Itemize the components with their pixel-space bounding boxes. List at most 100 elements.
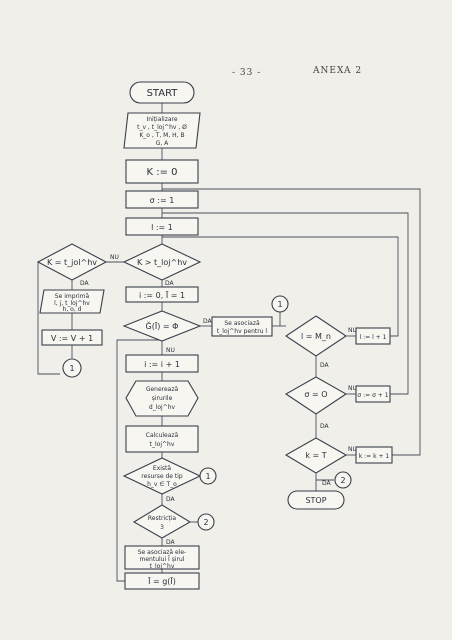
connector-1-right (199, 467, 217, 485)
label-nu-sigma: NU (348, 385, 357, 392)
label-da-sigma: DA (320, 423, 330, 430)
stop-terminal (287, 490, 345, 510)
connector-2-right-text: 2 (203, 518, 208, 527)
k-zero-text: K := 0 (146, 167, 177, 178)
edge-keq-nu (37, 262, 60, 375)
label-nu-leq: NU (348, 327, 357, 334)
i-g-text: Ī = g(Ī) (148, 576, 176, 586)
assoc-elem-box (124, 545, 200, 570)
label-nu-keqT: NU (348, 446, 357, 453)
label-da-restr: DA (166, 539, 176, 546)
label-da-leq: DA (320, 362, 330, 369)
annex-label: ANEXA 2 (313, 66, 363, 76)
assoc-pentru-box (211, 316, 273, 337)
l-eq-m-text: l = M_n (301, 332, 331, 341)
connector-2-stop-text: 2 (340, 476, 345, 485)
k-eq-t-decision (36, 243, 108, 281)
print-line-2: l, j, t_loj^hv (54, 300, 90, 307)
generate-line-3: d_loj^hv (149, 404, 176, 411)
edges (37, 103, 421, 582)
assoc-pentru-line-2: t_loj^hv pentru l (217, 328, 267, 335)
init-line-3: K_o , T, M, H, B (139, 132, 184, 139)
print-line-1: Se imprimă (55, 293, 90, 300)
k-eq-T-decision (284, 437, 348, 474)
edge-labels: DA DA NU NU DA DA NU DA NU DA NU DA DA (80, 254, 357, 546)
k-zero-box (125, 159, 199, 184)
init-parallelogram (123, 112, 201, 149)
sigma-zero-decision (284, 376, 348, 415)
k-gt-t-text: K > t_loj^hv (137, 258, 187, 267)
resurse-line-2: resurse de tip (141, 473, 183, 480)
stop-text: STOP (305, 496, 326, 505)
k-inc-box (355, 446, 393, 464)
label-da-kgt: DA (165, 280, 175, 287)
sigma-inc-box (355, 385, 391, 403)
print-line-3: h, o, d (63, 306, 82, 313)
restrictia-decision (132, 504, 192, 539)
l-eq-m-decision (285, 315, 347, 357)
edge-sinc-loop (162, 212, 409, 395)
i-inc-text: i := i + 1 (144, 360, 180, 369)
restrictia-line-2: 3 (160, 524, 164, 531)
i-inc-box (125, 354, 199, 373)
label-da-keq: DA (80, 280, 90, 287)
sigma-one-text: σ := 1 (150, 196, 175, 205)
label-da-g: DA (203, 318, 213, 325)
generate-line-2: șirurile (152, 395, 173, 402)
k-gt-t-decision (122, 243, 202, 281)
resurse-decision (122, 457, 202, 495)
label-nu-kgt: NU (110, 254, 119, 261)
connector-1-right-text: 1 (205, 472, 210, 481)
k-eq-T-text: k = T (305, 451, 326, 460)
connector-1-left-text: 1 (69, 364, 74, 373)
assoc-elem-line-1: Se asociază ele- (138, 549, 186, 556)
connector-2-stop (334, 471, 352, 489)
k-inc-text: k := k + 1 (359, 453, 390, 460)
calc-box (125, 425, 199, 453)
connector-1-top (271, 295, 289, 313)
print-parallelogram (39, 289, 105, 314)
l-inc-box (355, 327, 391, 345)
v-inc-text: V := V + 1 (51, 334, 93, 343)
restrictia-line-1: Restricția (148, 515, 177, 522)
edge-kinc-loop (162, 188, 421, 456)
connector-1-left (62, 358, 82, 378)
label-nu-g: NU (166, 347, 175, 354)
init-line-4: G, A (156, 140, 169, 147)
resurse-line-3: h_v ∈ T_o (147, 481, 177, 488)
assoc-elem-line-3: t_loj^hv (150, 563, 175, 570)
v-inc-box (41, 329, 103, 346)
edge-ig-loop (116, 339, 162, 582)
sigma-inc-text: σ := σ + 1 (357, 392, 388, 399)
connector-2-right (197, 513, 215, 531)
generate-hexagon (125, 380, 199, 417)
init-line-1: Inițializare (146, 116, 177, 123)
l-one-text: l := 1 (151, 223, 173, 232)
g-phi-text: Ğ(Ī) = Φ (146, 320, 179, 331)
init-line-2: t_v , t_loj^hv , Ø (137, 124, 187, 131)
assoc-pentru-line-1: Se asociază (224, 320, 260, 327)
start-terminal (129, 81, 195, 104)
resurse-line-1: Există (153, 465, 171, 472)
edge-linc-loop (162, 236, 399, 337)
l-inc-text: l := l + 1 (360, 334, 387, 341)
start-text: START (147, 88, 179, 99)
k-eq-t-text: K = t_jol^hv (47, 258, 97, 267)
sigma-one-box (125, 190, 199, 209)
i-assign-text: i := 0, Ī = 1 (139, 290, 185, 300)
connector-1-top-text: 1 (277, 300, 282, 309)
calc-line-1: Calculează (146, 432, 179, 439)
l-one-box (125, 217, 199, 236)
sigma-zero-text: σ = O (304, 390, 327, 399)
calc-line-2: t_loj^hv (150, 441, 175, 448)
generate-line-1: Generează (146, 386, 179, 393)
g-phi-decision (122, 310, 202, 342)
assoc-elem-line-2: mentului Ī șirul (140, 556, 185, 563)
label-da-keqT: DA (322, 480, 332, 487)
page-number: - 33 - (232, 68, 262, 78)
label-da-res: DA (166, 496, 176, 503)
i-g-box (124, 572, 200, 590)
i-assign-box (125, 286, 199, 303)
